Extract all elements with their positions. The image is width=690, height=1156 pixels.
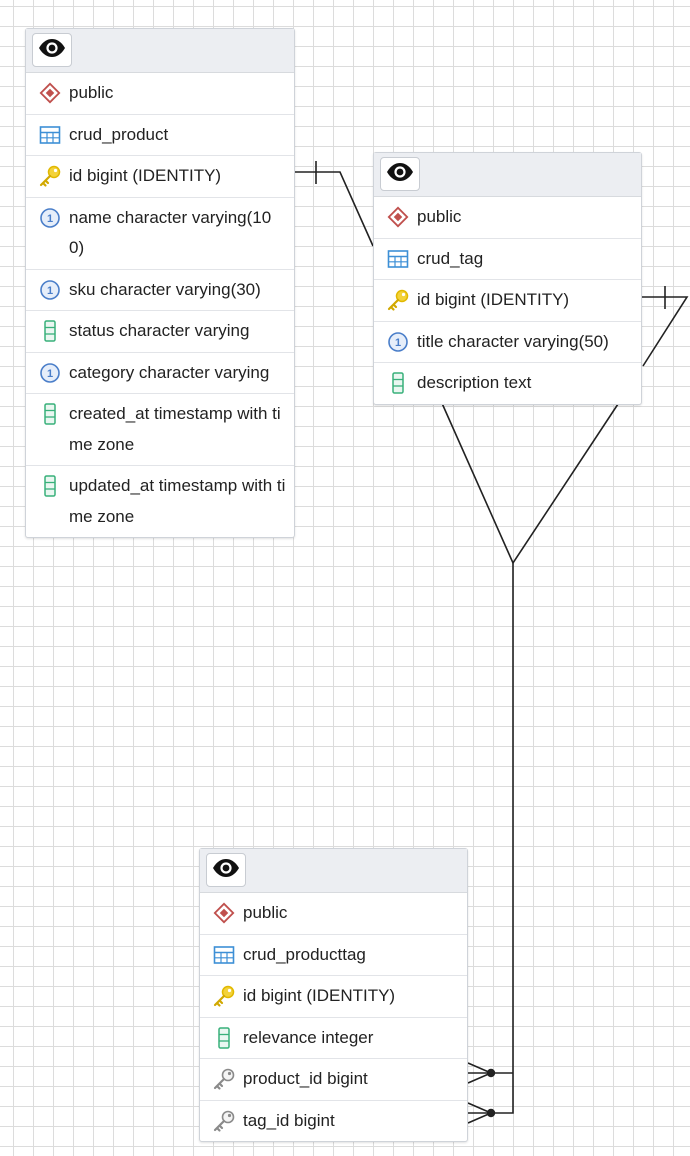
column-icon — [38, 399, 62, 429]
crows-foot-junction — [440, 400, 621, 565]
table-name-row[interactable]: crud_tag — [374, 239, 641, 280]
table-icon — [38, 120, 62, 150]
column-row[interactable]: id bigint (IDENTITY) — [26, 156, 294, 198]
column-row[interactable]: 1 category character varying — [26, 353, 294, 394]
table-name-row-label: crud_producttag — [243, 944, 366, 964]
column-icon — [212, 1023, 236, 1053]
column-row-label: product_id bigint — [243, 1069, 368, 1088]
view-eye-button[interactable] — [206, 853, 246, 887]
column-row[interactable]: 1 name character varying(100) — [26, 198, 294, 270]
column-row[interactable]: updated_at timestamp with time zone — [26, 466, 294, 537]
entity-header — [26, 29, 294, 73]
column-icon — [38, 316, 62, 346]
column-row[interactable]: description text — [374, 363, 641, 404]
primary-key-icon — [38, 161, 62, 191]
entity-header — [200, 849, 467, 893]
schema-icon — [386, 202, 410, 232]
column-icon — [386, 368, 410, 398]
column-row-label: id bigint (IDENTITY) — [69, 166, 222, 185]
column-row-label: id bigint (IDENTITY) — [243, 986, 396, 1005]
table-icon — [212, 940, 236, 970]
column-row-label: category character varying — [69, 362, 270, 382]
column-row-label: id bigint (IDENTITY) — [417, 290, 570, 309]
many-marker-tag — [467, 1102, 494, 1124]
relationship-product-link — [295, 171, 374, 247]
schema-row[interactable]: public — [374, 197, 641, 239]
table-name-row-label: crud_tag — [417, 248, 484, 268]
column-row[interactable]: created_at timestamp with time zone — [26, 394, 294, 466]
eye-icon — [38, 38, 66, 63]
svg-text:1: 1 — [47, 368, 53, 380]
schema-row[interactable]: public — [200, 893, 467, 935]
table-name-row[interactable]: crud_producttag — [200, 935, 467, 976]
primary-key-icon — [386, 285, 410, 315]
unique-column-icon: 1 — [38, 275, 62, 305]
primary-key-icon — [212, 981, 236, 1011]
column-row-label: relevance integer — [243, 1027, 374, 1047]
schema-row-label: public — [69, 83, 114, 102]
schema-icon — [212, 898, 236, 928]
column-row-label: title character varying(50) — [417, 331, 609, 351]
schema-row[interactable]: public — [26, 73, 294, 115]
unique-column-icon: 1 — [38, 203, 62, 233]
column-row-label: description text — [417, 373, 532, 392]
view-eye-button[interactable] — [380, 157, 420, 191]
column-row[interactable]: 1 sku character varying(30) — [26, 270, 294, 311]
table-name-row-label: crud_product — [69, 124, 169, 144]
column-row[interactable]: relevance integer — [200, 1018, 467, 1059]
column-row-label: sku character varying(30) — [69, 279, 261, 299]
column-row[interactable]: id bigint (IDENTITY) — [200, 976, 467, 1018]
view-eye-button[interactable] — [32, 33, 72, 67]
svg-text:1: 1 — [47, 285, 53, 297]
column-row[interactable]: status character varying — [26, 311, 294, 353]
fk-dot-product — [486, 1068, 496, 1078]
foreign-key-icon — [212, 1064, 236, 1094]
svg-text:1: 1 — [395, 337, 401, 349]
table-icon — [386, 244, 410, 274]
table-name-row[interactable]: crud_product — [26, 115, 294, 156]
unique-column-icon: 1 — [38, 358, 62, 388]
schema-row-label: public — [417, 207, 462, 226]
many-marker-product — [467, 1062, 494, 1084]
column-row-label: name character varying(100) — [69, 207, 272, 258]
column-row[interactable]: id bigint (IDENTITY) — [374, 280, 641, 322]
column-icon — [38, 471, 62, 501]
eye-icon — [212, 858, 240, 883]
schema-row-label: public — [243, 903, 288, 922]
column-row[interactable]: product_id bigint — [200, 1059, 467, 1101]
schema-icon — [38, 78, 62, 108]
entity-header — [374, 153, 641, 197]
column-row-label: tag_id bigint — [243, 1110, 335, 1130]
column-row[interactable]: 1 title character varying(50) — [374, 322, 641, 363]
tag-fk-branch — [491, 1073, 514, 1114]
foreign-key-icon — [212, 1106, 236, 1136]
column-row-label: status character varying — [69, 321, 250, 340]
eye-icon — [386, 162, 414, 187]
column-row-label: created_at timestamp with time zone — [69, 404, 281, 454]
fk-dot-tag — [486, 1108, 496, 1118]
svg-text:1: 1 — [47, 213, 53, 225]
column-row[interactable]: tag_id bigint — [200, 1101, 467, 1142]
relationship-tag-link — [642, 296, 689, 367]
unique-column-icon: 1 — [386, 327, 410, 357]
column-row-label: updated_at timestamp with time zone — [69, 476, 286, 526]
